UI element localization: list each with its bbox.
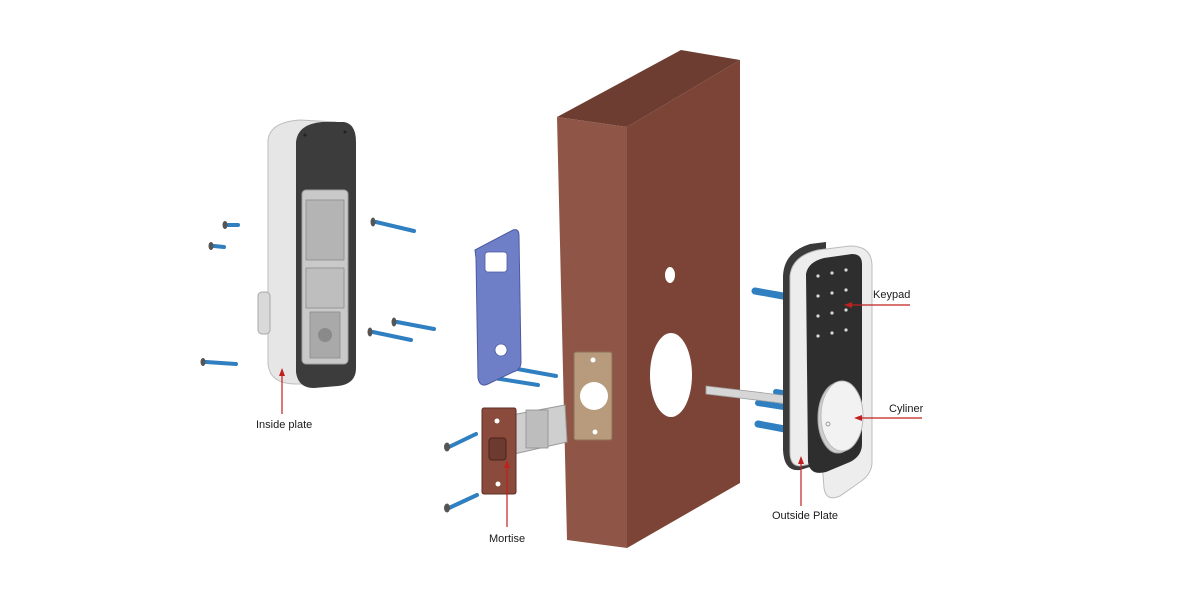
mounting-bracket	[474, 229, 522, 386]
screw	[751, 287, 787, 300]
leader-lines	[279, 302, 922, 527]
cylinder-label: Cyliner	[889, 403, 924, 415]
keypad-key	[830, 311, 834, 315]
keypad-key	[816, 334, 820, 338]
door-small-hole	[665, 267, 675, 283]
keypad-label: Keypad	[873, 289, 911, 301]
keypad-key	[816, 274, 820, 278]
door-top-face	[557, 50, 740, 127]
screw	[370, 217, 416, 233]
keypad-key	[830, 271, 834, 275]
screw	[367, 327, 413, 342]
keypad-keys	[816, 268, 848, 338]
screw	[391, 317, 436, 331]
keypad-key	[844, 288, 848, 292]
mortise-leader	[504, 460, 510, 527]
door-block	[557, 50, 740, 548]
screw	[510, 366, 558, 378]
mortise-label: Mortise	[489, 533, 526, 545]
keypad-key	[844, 308, 848, 312]
keypad-key	[844, 268, 848, 272]
cylinder-leader	[854, 415, 922, 421]
outside-plate-leader	[798, 456, 804, 506]
mortise	[481, 404, 568, 495]
strike-plate-hole	[580, 382, 608, 410]
keypad-leader	[844, 302, 910, 308]
screw	[444, 432, 478, 452]
door-bore-hole	[650, 333, 692, 417]
screw	[444, 493, 479, 513]
cylinder-knob	[820, 380, 864, 452]
inside-plate-label: Inside plate	[256, 419, 313, 431]
inside-plate-leader	[279, 368, 285, 414]
screw	[492, 376, 540, 387]
screw	[222, 221, 240, 229]
outside-plate-label: Outside Plate	[772, 510, 839, 522]
outside-plate	[783, 242, 873, 499]
inside-plate	[257, 119, 356, 388]
keypad-key	[830, 331, 834, 335]
keypad-key	[816, 314, 820, 318]
door-front-face	[557, 117, 627, 548]
keypad-key	[816, 294, 820, 298]
screw	[200, 358, 238, 366]
screw	[208, 242, 226, 250]
inside-plate-knob	[257, 291, 271, 335]
keypad-key	[830, 291, 834, 295]
keypad-key	[844, 328, 848, 332]
door-side-face	[627, 60, 740, 548]
